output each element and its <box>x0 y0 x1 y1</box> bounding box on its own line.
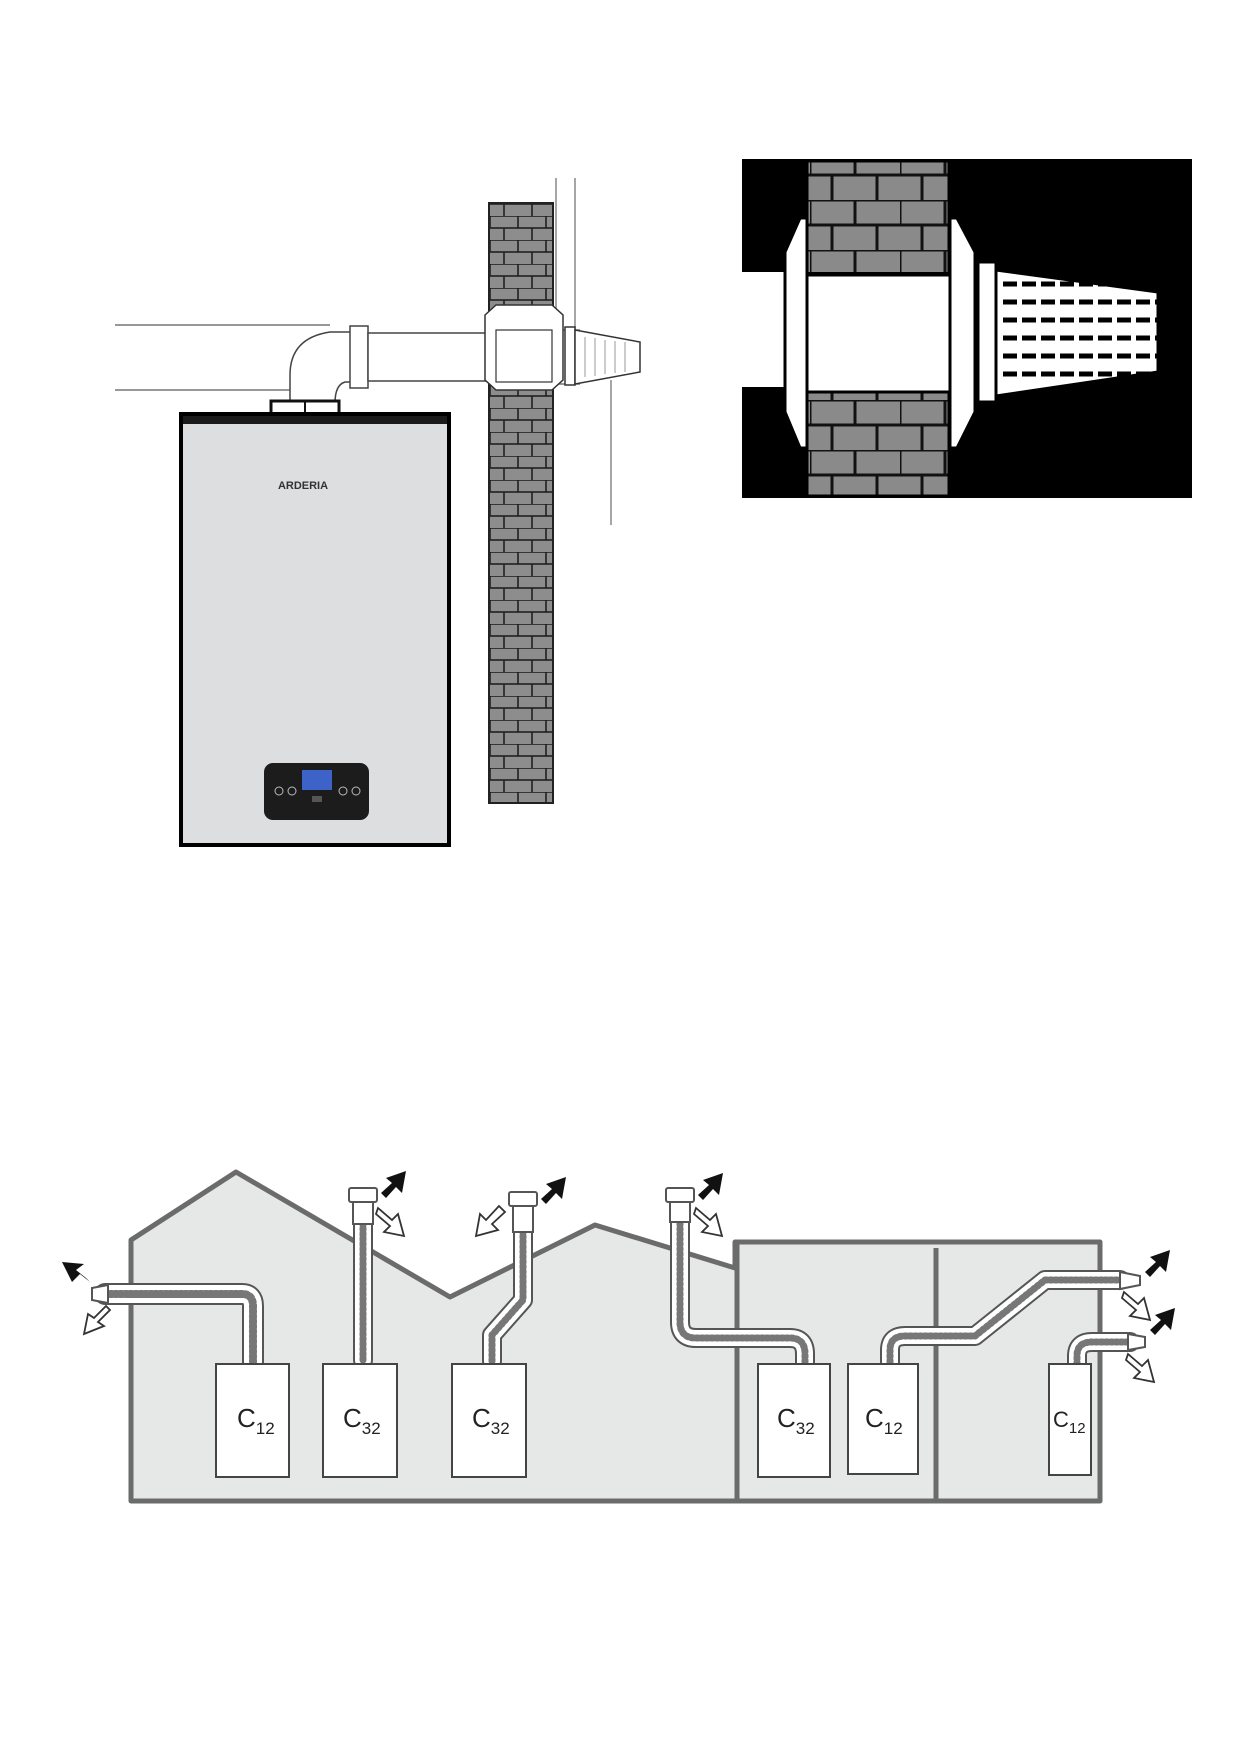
exhaust-arrow-icon <box>698 1173 723 1200</box>
intake-arrow-icon <box>1120 1290 1152 1322</box>
boiler-unit <box>451 1363 527 1478</box>
exhaust-arrow-icon <box>541 1177 566 1204</box>
boiler-wall-flue-diagram: ARDERIA <box>115 178 641 847</box>
flue-type-label: C12 <box>237 1403 275 1438</box>
brick-wall <box>488 202 554 804</box>
intake-arrow-icon <box>692 1206 724 1238</box>
panel-button-left <box>274 786 284 796</box>
panel-button-right <box>338 786 348 796</box>
flue-type-label: C12 <box>1053 1407 1086 1437</box>
flue-configuration-diagram: C12 C32 C32 C32 C12 C12 <box>62 1169 1175 1504</box>
exhaust-arrow-icon <box>62 1262 90 1282</box>
exhaust-arrow-icon <box>1150 1308 1175 1335</box>
intake-arrow-icon <box>82 1304 112 1336</box>
boiler-unit <box>847 1363 919 1475</box>
flue-pipes <box>94 1208 1140 1374</box>
exhaust-arrows <box>62 1171 1175 1335</box>
intake-arrow-icon <box>374 1206 406 1238</box>
closeup-pipe-white <box>742 272 789 387</box>
closeup-terminal-cone <box>994 268 1160 398</box>
lcd-display <box>302 770 332 790</box>
closeup-terminal-slots <box>1003 281 1158 377</box>
flue-pipe <box>367 332 487 382</box>
boiler-unit <box>1048 1363 1092 1476</box>
elbow-collar <box>349 325 369 389</box>
intake-arrow-icon <box>1124 1352 1156 1384</box>
closeup-terminal-flange <box>976 260 998 404</box>
boiler-unit <box>757 1363 831 1478</box>
boiler-unit <box>215 1363 290 1478</box>
flue-type-label: C32 <box>343 1403 381 1438</box>
flue-type-label: C12 <box>865 1403 903 1438</box>
flue-type-label: C32 <box>472 1403 510 1438</box>
panel-button-left-2 <box>287 786 297 796</box>
sleeve-inner <box>495 329 553 383</box>
boiler-brand-logo: ARDERIA <box>278 480 328 492</box>
flue-terminal <box>574 329 641 385</box>
terminal-closeup <box>742 159 1192 498</box>
flue-terminals <box>91 1187 1146 1352</box>
flue-type-label: C32 <box>777 1403 815 1438</box>
panel-power-button <box>312 796 322 802</box>
exhaust-arrow-icon <box>381 1171 406 1198</box>
exhaust-arrow-icon <box>1145 1250 1170 1277</box>
terminal-collar <box>564 326 576 386</box>
intake-arrows <box>82 1204 1156 1384</box>
boiler-top-band <box>183 416 447 424</box>
control-panel <box>264 763 369 820</box>
panel-button-right-2 <box>351 786 361 796</box>
intake-arrow-icon <box>474 1204 507 1238</box>
boiler-units <box>215 1363 1092 1478</box>
terminal-grille <box>584 337 626 377</box>
boiler-unit <box>322 1363 398 1478</box>
closeup-sleeve-core <box>805 273 952 394</box>
flue-elbow <box>289 331 356 404</box>
